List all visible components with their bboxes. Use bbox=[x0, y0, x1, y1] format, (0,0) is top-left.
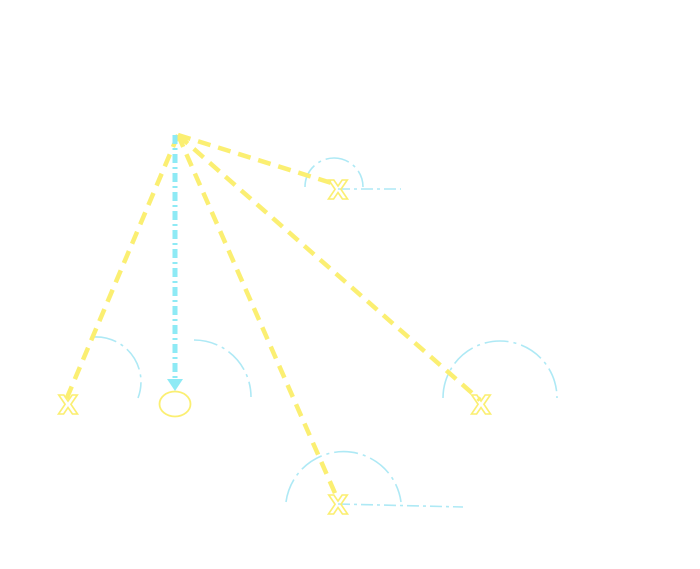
x-marker-upper: X bbox=[328, 176, 348, 206]
angle-arc-bottom bbox=[285, 450, 402, 503]
ray-to-right-marker bbox=[176, 133, 482, 402]
ray-to-left-marker bbox=[63, 134, 181, 401]
x-marker-right: X bbox=[471, 391, 491, 421]
angle-arc-right bbox=[442, 340, 558, 399]
probe-arrow-head bbox=[167, 379, 183, 391]
ray-to-bottom-marker bbox=[175, 134, 341, 501]
angle-arc-left bbox=[92, 336, 142, 399]
circle-target-marker bbox=[158, 390, 192, 418]
angle-arc-center bbox=[193, 339, 252, 398]
x-marker-bottom: X bbox=[328, 491, 348, 521]
baseline-bottom bbox=[337, 503, 464, 508]
ray-to-upper-marker bbox=[177, 132, 339, 188]
x-marker-left: X bbox=[58, 391, 78, 421]
